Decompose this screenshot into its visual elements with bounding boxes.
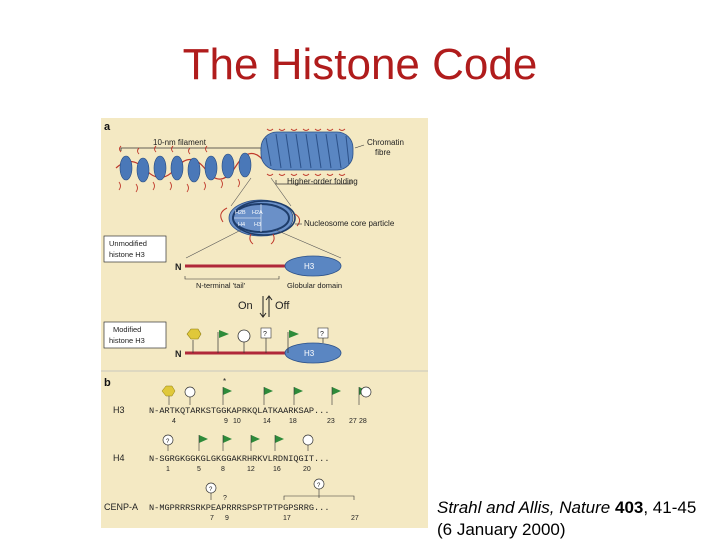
svg-text:28: 28: [359, 418, 367, 425]
histone-diagram: a 10-nm filament Chromatin fibre Higher-…: [101, 121, 428, 522]
modified-line1: Modified: [113, 325, 141, 334]
histone-h4: H4: [238, 222, 245, 228]
arrow-up-icon: [265, 295, 273, 317]
filament-beads: [115, 145, 267, 193]
svg-text:7: 7: [210, 515, 214, 522]
svg-text:27: 27: [351, 515, 359, 522]
h4-positions: 1 5 8 12 16 20: [166, 466, 311, 473]
panel-a-letter: a: [104, 121, 111, 133]
modified-line2: histone H3: [109, 336, 145, 345]
svg-text:23: 23: [327, 418, 335, 425]
svg-text:5: 5: [197, 466, 201, 473]
h4-row-name: H4: [113, 453, 125, 463]
svg-text:17: 17: [283, 515, 291, 522]
h4-markers: ?: [162, 434, 314, 451]
svg-text:4: 4: [172, 418, 176, 425]
h3-sequence: N-ARTKQTARKSTGGKAPRKQLATKAARKSAP...: [149, 406, 330, 416]
svg-text:1: 1: [166, 466, 170, 473]
modified-n-terminus: N: [175, 349, 182, 359]
citation-pages: , 41-45: [643, 498, 697, 517]
svg-text:9: 9: [224, 418, 228, 425]
citation-volume: 403: [614, 498, 644, 517]
chromatin-fibre: [260, 128, 354, 176]
slide-title: The Histone Code: [182, 40, 538, 89]
cenpa-markers: ? ? ?: [205, 478, 355, 502]
modified-box: [103, 321, 167, 349]
histone-h3: H3: [254, 222, 261, 228]
label-chromatin: Chromatin: [367, 138, 404, 147]
modified-globular: [284, 342, 342, 364]
unmodified-line1: Unmodified: [109, 239, 147, 248]
filament-bracket: [120, 147, 262, 151]
panel-b-letter: b: [104, 377, 111, 389]
svg-text:16: 16: [273, 466, 281, 473]
label-off: Off: [275, 300, 290, 312]
higher-order-bracket: [275, 180, 352, 185]
histone-h2b: H2B: [235, 210, 246, 216]
svg-text:10: 10: [233, 418, 241, 425]
label-on: On: [238, 300, 253, 312]
phosphate-hexagon-icon: [186, 328, 202, 340]
star-mark: *: [223, 377, 226, 386]
methyl-circle-icon: [237, 329, 251, 343]
cenpa-sequence: N-MGPRRRSRKPEAPRRRSPSPTPTPGPSRRG...: [149, 503, 330, 513]
unknown-mark-q1: ?: [263, 331, 267, 338]
label-core-particle: Nucleosome core particle: [304, 219, 395, 228]
label-higher-order: Higher-order folding: [287, 177, 358, 186]
acetyl-flag-icon-2: [289, 330, 299, 338]
cenpa-positions: 7 9 17 27: [210, 515, 359, 522]
unmodified-box: [103, 235, 167, 263]
label-globular-domain: Globular domain: [287, 281, 342, 290]
zoom-lines-h3: [185, 229, 342, 259]
unmodified-line2: histone H3: [109, 250, 145, 259]
h3-row-name: H3: [113, 405, 125, 415]
svg-text:?: ?: [317, 483, 321, 489]
svg-text:?: ?: [166, 439, 170, 445]
citation-journal: Nature: [559, 498, 611, 517]
label-n-terminal-tail: N-terminal 'tail': [196, 281, 246, 290]
svg-text:12: 12: [247, 466, 255, 473]
citation: Strahl and Allis, Nature 403, 41-45 (6 J…: [437, 497, 696, 541]
tail-bracket: [184, 276, 280, 280]
nucleosome-core-particle: [220, 199, 301, 245]
unmodified-n-terminus: N: [175, 262, 182, 272]
svg-text:8: 8: [221, 466, 225, 473]
arrow-down-icon: [259, 296, 267, 318]
svg-text:?: ?: [223, 495, 227, 502]
modified-h3-label: H3: [304, 349, 315, 358]
citation-date: (6 January 2000): [437, 520, 566, 539]
svg-text:27: 27: [349, 418, 357, 425]
acetyl-flag-icon: [219, 330, 229, 338]
svg-text:20: 20: [303, 466, 311, 473]
chromatin-pointer: [354, 144, 365, 149]
cenpa-row-name: CENP-A: [104, 502, 138, 512]
modification-markers: ? ?: [186, 327, 329, 353]
h3-markers: [161, 385, 372, 405]
histone-figure: a 10-nm filament Chromatin fibre Higher-…: [101, 118, 428, 528]
unknown-mark-icon: [260, 327, 272, 339]
citation-authors: Strahl and Allis,: [437, 498, 555, 517]
unknown-mark-q2: ?: [320, 331, 324, 338]
unmodified-h3-label: H3: [304, 262, 315, 271]
unmodified-globular: [284, 255, 342, 277]
svg-text:?: ?: [209, 487, 213, 493]
unknown-mark-icon-2: [317, 327, 329, 339]
h3-positions: 4 9 10 14 18 23 27 28: [172, 418, 367, 425]
label-10nm-filament: 10-nm filament: [153, 138, 207, 147]
h4-sequence: N-SGRGKGGKGLGKGGAKRHRKVLRDNIQGIT...: [149, 454, 330, 464]
svg-text:18: 18: [289, 418, 297, 425]
svg-text:14: 14: [263, 418, 271, 425]
svg-text:9: 9: [225, 515, 229, 522]
zoom-lines: [230, 177, 292, 207]
histone-h2a: H2A: [252, 210, 263, 216]
label-fibre: fibre: [375, 148, 391, 157]
